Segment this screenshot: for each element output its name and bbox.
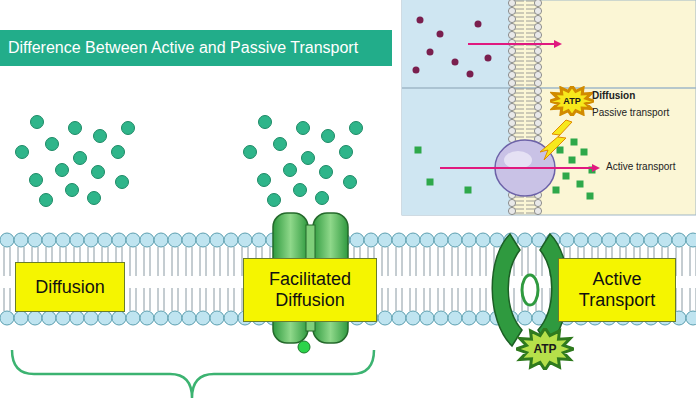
energy-bolt xyxy=(540,120,572,160)
active-arrow xyxy=(440,167,598,169)
label-box: Diffusion xyxy=(15,262,125,312)
inset-label: Active transport xyxy=(606,161,675,172)
bracket xyxy=(12,350,374,398)
inset-label: Passive transport xyxy=(592,107,669,118)
label-box: Facilitated Diffusion xyxy=(243,258,377,322)
label-box: Active Transport xyxy=(558,258,676,322)
process-label: Diffusion xyxy=(35,277,105,298)
protein-highlight xyxy=(504,151,532,169)
process-label: Facilitated Diffusion xyxy=(249,269,371,310)
title-banner: Difference Between Active and Passive Tr… xyxy=(0,30,392,66)
process-label: Active Transport xyxy=(564,269,670,310)
inset-label: Diffusion xyxy=(592,90,635,101)
energy-burst: ATP xyxy=(550,86,594,116)
molecules xyxy=(16,116,363,207)
energy-label: ATP xyxy=(563,96,580,106)
energy-burst: ATP xyxy=(516,328,574,370)
energy-label: ATP xyxy=(533,342,556,356)
diffusion-arrow xyxy=(468,43,560,45)
inset-panel xyxy=(402,0,696,215)
inset-molecules xyxy=(413,17,596,200)
